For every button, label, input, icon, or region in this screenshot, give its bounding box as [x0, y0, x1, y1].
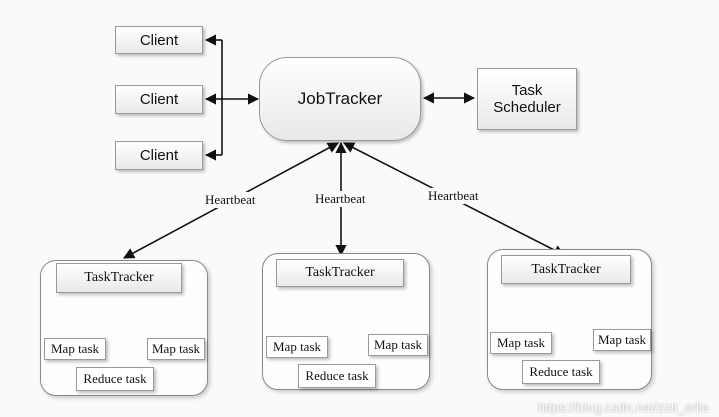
heartbeat-label-right: Heartbeat [426, 188, 481, 204]
cluster-1-map-task-left: Map task [44, 338, 106, 360]
cluster-3-map-task-left: Map task [490, 332, 552, 354]
cluster-2-reduce-task: Reduce task [298, 364, 376, 388]
cluster-2-tasktracker: TaskTracker [276, 259, 404, 287]
cluster-2-map-task-right: Map task [368, 334, 428, 356]
cluster-2-map-task-left: Map task [266, 336, 328, 358]
client-box-1: Client [115, 26, 203, 54]
jobtracker-node: JobTracker [259, 57, 421, 141]
cluster-1-tasktracker: TaskTracker [56, 263, 182, 293]
cluster-3-tasktracker: TaskTracker [501, 255, 631, 284]
cluster-1-map-task-right: Map task [147, 338, 205, 360]
task-scheduler-node: Task Scheduler [477, 68, 577, 130]
heartbeat-label-center: Heartbeat [313, 191, 368, 207]
cluster-3-map-task-right: Map task [593, 329, 651, 351]
task-scheduler-label: Task Scheduler [493, 82, 561, 116]
client-box-2: Client [115, 85, 203, 114]
cluster-1-reduce-task: Reduce task [76, 367, 154, 391]
cluster-3-reduce-task: Reduce task [522, 360, 600, 384]
heartbeat-label-left: Heartbeat [203, 192, 258, 208]
watermark-text: https://blog.csdn.net/zztl_erlie [537, 400, 709, 415]
client-box-3: Client [115, 141, 203, 170]
